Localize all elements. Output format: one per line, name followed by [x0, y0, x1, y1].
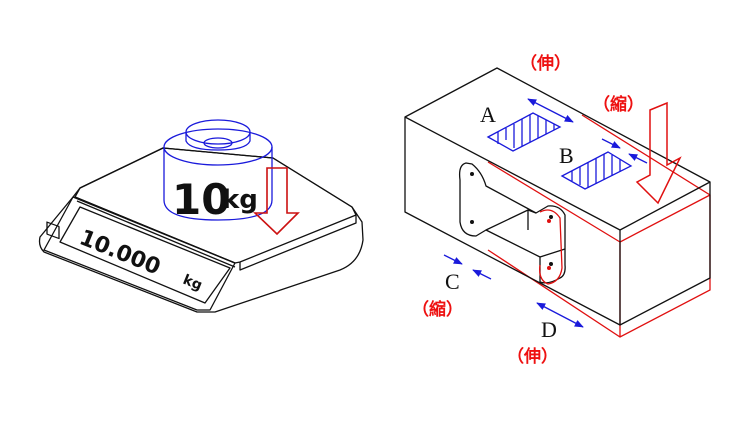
strain-gauge-a: [486, 112, 562, 152]
label-top-stretch: （伸）: [520, 53, 571, 74]
pan-front-edge: [239, 215, 357, 271]
stretch-arrow-a-icon: [527, 98, 574, 123]
mounting-hole: [470, 220, 474, 224]
mounting-hole-deformed: [547, 266, 551, 270]
weight-label-unit: kg: [222, 185, 258, 215]
load-cell: A B C D （伸） （縮） （縮） （伸）: [404, 53, 711, 367]
label-a: A: [480, 102, 496, 127]
mounting-hole: [549, 215, 553, 219]
flexure-deformed-outline: [539, 209, 563, 285]
weight: [163, 119, 273, 221]
compress-arrow-c-right-icon: [472, 269, 492, 280]
flexure-cutout: [458, 162, 566, 284]
label-d: D: [541, 317, 557, 342]
compress-arrow-c-left-icon: [443, 254, 463, 265]
display-value: 10.000: [76, 225, 164, 280]
mounting-hole-deformed: [547, 219, 551, 223]
mounting-hole: [470, 172, 474, 176]
label-d-stretch: （伸）: [507, 346, 558, 367]
weighing-scale: 10.000 kg 10 kg: [38, 119, 364, 313]
display-button: [46, 221, 60, 240]
label-c-compress: （縮）: [412, 299, 463, 320]
stretch-arrow-d-icon: [536, 302, 584, 328]
display-screen: [59, 206, 231, 304]
label-b: B: [559, 143, 574, 168]
deformed-outline: [487, 114, 711, 338]
mounting-hole: [549, 262, 553, 266]
beam-body: [404, 67, 711, 326]
display-panel: [43, 196, 236, 311]
label-c: C: [445, 269, 460, 294]
compress-arrow-b-right-icon: [628, 153, 648, 164]
display-unit: kg: [181, 272, 205, 294]
weight-label-number: 10: [172, 175, 230, 224]
label-load-compress: （縮）: [593, 94, 644, 115]
strain-gauge-b: [560, 151, 633, 190]
compress-arrow-b-left-icon: [601, 138, 621, 149]
scale-pan: [74, 147, 357, 264]
down-arrow-icon: [253, 167, 300, 236]
load-arrow-icon: [635, 101, 682, 205]
